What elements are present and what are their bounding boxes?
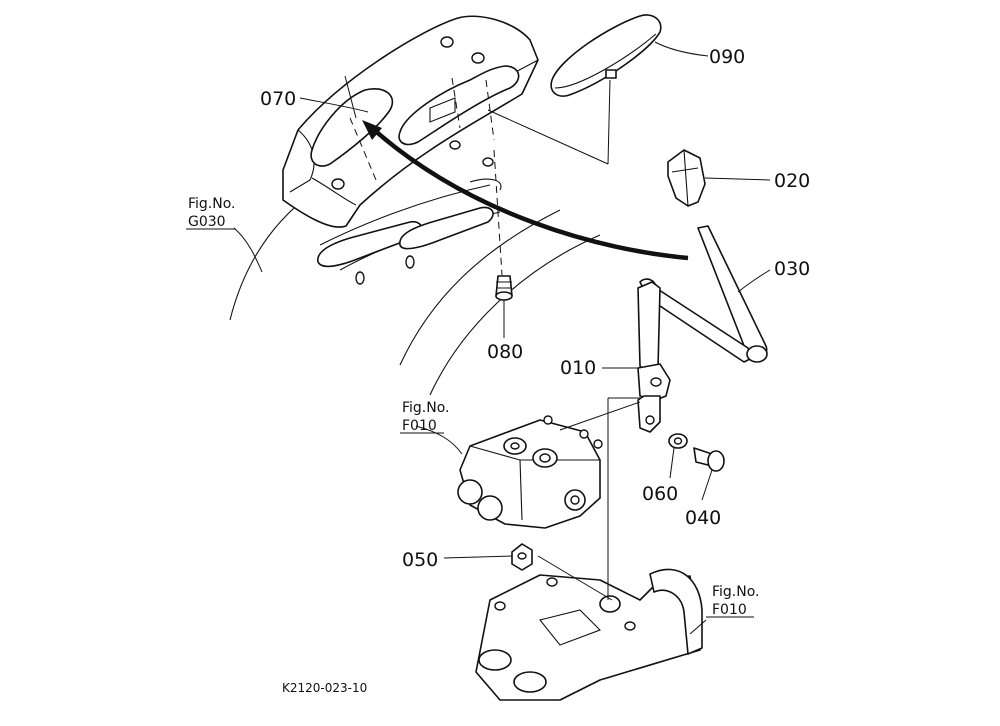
fig-ref-f010-bracket: Fig.No. F010: [706, 584, 760, 618]
fig-ref-f010-valve: Fig.No. F010: [400, 400, 450, 434]
lever-rod: [639, 225, 768, 363]
fig-ref-f010-bracket-number: F010: [712, 602, 747, 618]
drawing-code: K2120-023-10: [282, 681, 367, 695]
label-050: 050: [402, 549, 438, 571]
label-070: 070: [260, 88, 296, 110]
lever-knob: [667, 149, 706, 207]
fig-ref-f010-valve-title: Fig.No.: [402, 400, 450, 416]
washer: [668, 433, 688, 449]
label-080: 080: [487, 341, 523, 363]
lever-arm: [637, 281, 671, 433]
label-090: 090: [709, 46, 745, 68]
fig-ref-g030: Fig.No. G030: [186, 196, 236, 230]
fig-ref-f010-valve-number: F010: [402, 418, 437, 434]
bolt: [693, 447, 725, 472]
fig-ref-f010-bracket-title: Fig.No.: [712, 584, 760, 600]
label-040: 040: [685, 507, 721, 529]
assembly-arrow: [362, 120, 689, 261]
alignment-lines: [344, 75, 503, 276]
label-060: 060: [642, 483, 678, 505]
assembly-lines: [487, 79, 641, 601]
label-010: 010: [560, 357, 596, 379]
screw: [495, 275, 513, 301]
label-030: 030: [774, 258, 810, 280]
fender-outline: [229, 167, 601, 396]
fig-ref-g030-title: Fig.No.: [188, 196, 236, 212]
control-valve-body: [457, 415, 603, 529]
label-020: 020: [774, 170, 810, 192]
callout-leaders: [233, 41, 771, 635]
nut: [511, 543, 533, 571]
valve-mount-bracket: [475, 568, 703, 701]
grip-pad: [550, 14, 662, 97]
fig-ref-g030-number: G030: [188, 214, 226, 230]
lever-guide-panel: [282, 15, 539, 228]
